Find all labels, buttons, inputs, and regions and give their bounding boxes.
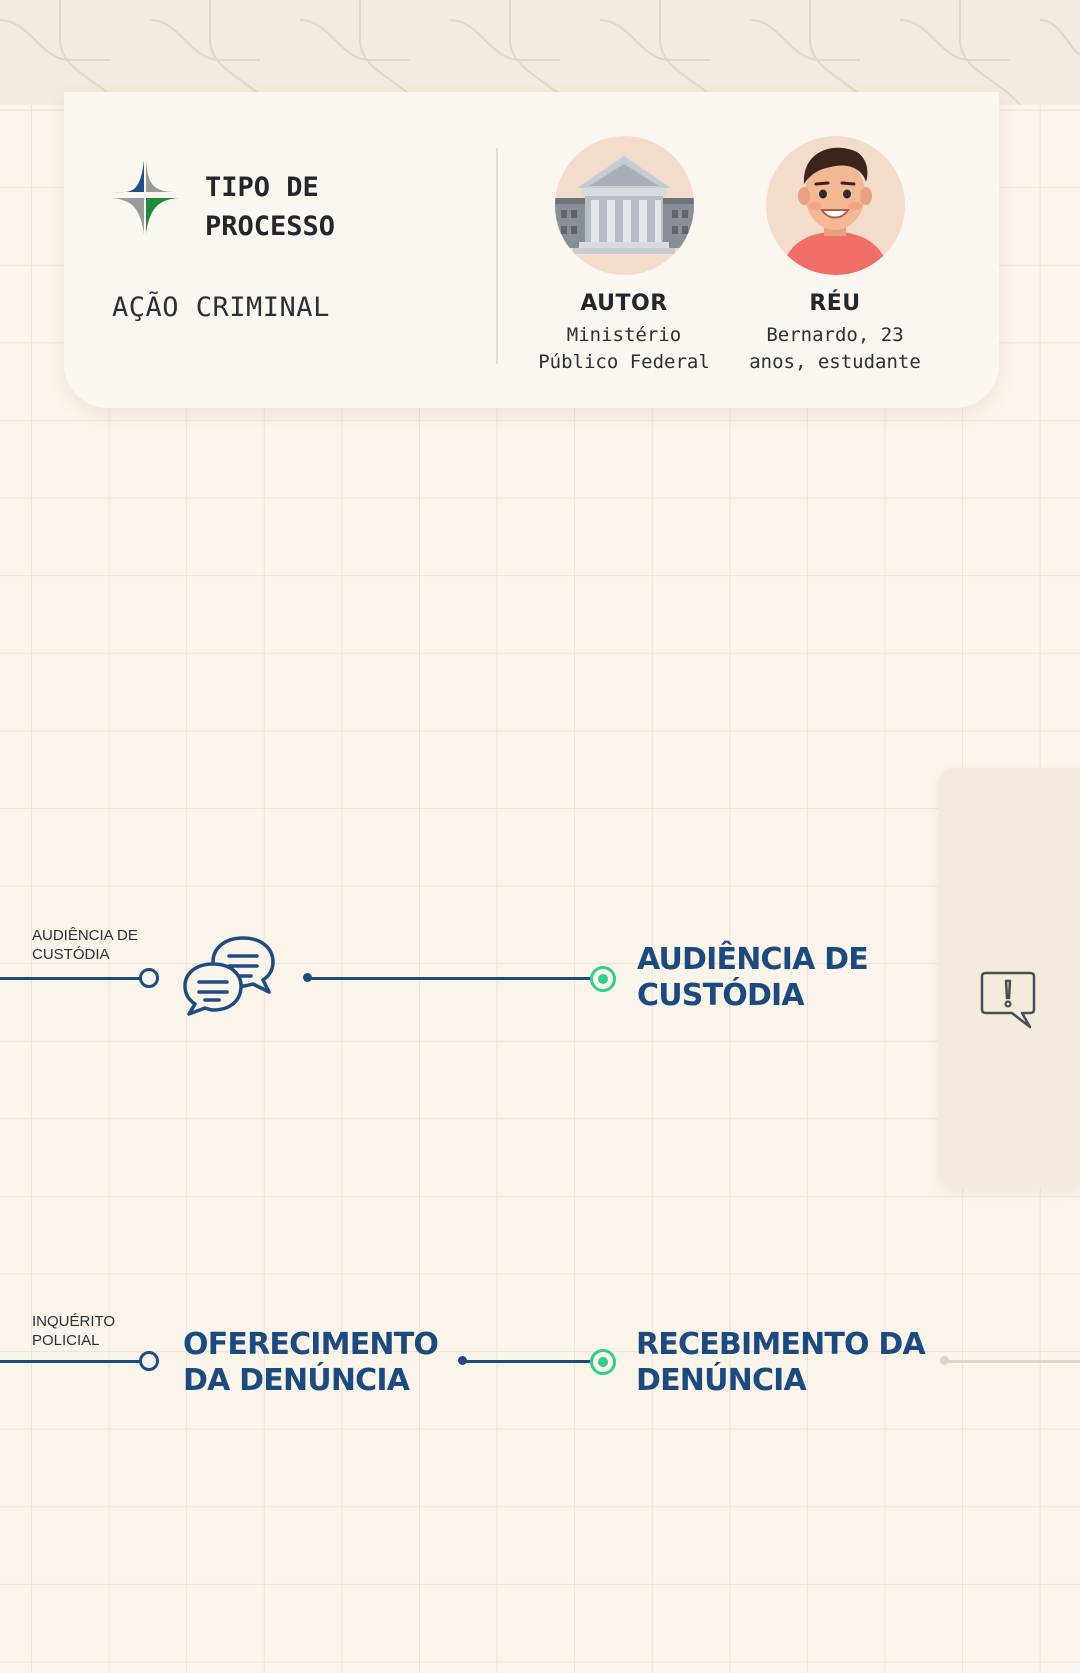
- previous-step-title[interactable]: OFERECIMENTO DA DENÚNCIA: [183, 1327, 439, 1398]
- current-step-title[interactable]: RECEBIMENTO DA DENÚNCIA: [636, 1327, 926, 1398]
- process-type-title: TIPO DE PROCESSO: [205, 172, 336, 242]
- previous-step-label: AUDIÊNCIA DE CUSTÓDIA: [32, 927, 138, 963]
- active-step-node[interactable]: [590, 1349, 616, 1375]
- process-info-card: TIPO DE PROCESSO AÇÃO CRIMINAL: [64, 92, 999, 408]
- timeline-line: [0, 977, 140, 980]
- alert-speech-bubble-icon[interactable]: [980, 971, 1036, 1034]
- upcoming-line: [948, 1360, 1080, 1363]
- process-type-value: AÇÃO CRIMINAL: [112, 292, 330, 323]
- timeline-dot: [458, 1356, 467, 1365]
- reu-description: Bernardo, 23 anos, estudante: [749, 324, 921, 373]
- active-step-node[interactable]: [590, 966, 616, 992]
- timeline-dot: [303, 973, 312, 982]
- decorative-header-band: [0, 0, 1080, 105]
- timeline-node[interactable]: [139, 968, 159, 988]
- previous-step-label: INQUÉRITO POLICIAL: [32, 1313, 116, 1349]
- timeline-line: [465, 1360, 595, 1363]
- autor-description: Ministério Público Federal: [538, 324, 710, 373]
- timeline-line: [310, 977, 595, 980]
- current-step-title[interactable]: AUDIÊNCIA DE CUSTÓDIA: [637, 942, 869, 1013]
- autor-label: AUTOR: [580, 291, 668, 316]
- defendant-avatar: [765, 136, 905, 275]
- justice-logo-icon: [110, 158, 180, 236]
- card-divider: [496, 148, 498, 364]
- side-info-panel[interactable]: [938, 768, 1080, 1188]
- timeline-node[interactable]: [139, 1351, 159, 1371]
- party-reu: RÉU Bernardo, 23 anos, estudante: [735, 136, 935, 376]
- reu-label: RÉU: [809, 291, 861, 316]
- courthouse-icon: [554, 136, 694, 275]
- timeline-line: [0, 1360, 140, 1363]
- upcoming-dot: [940, 1356, 949, 1365]
- chat-bubbles-icon: [183, 934, 275, 1021]
- party-autor: AUTOR Ministério Público Federal: [524, 136, 724, 376]
